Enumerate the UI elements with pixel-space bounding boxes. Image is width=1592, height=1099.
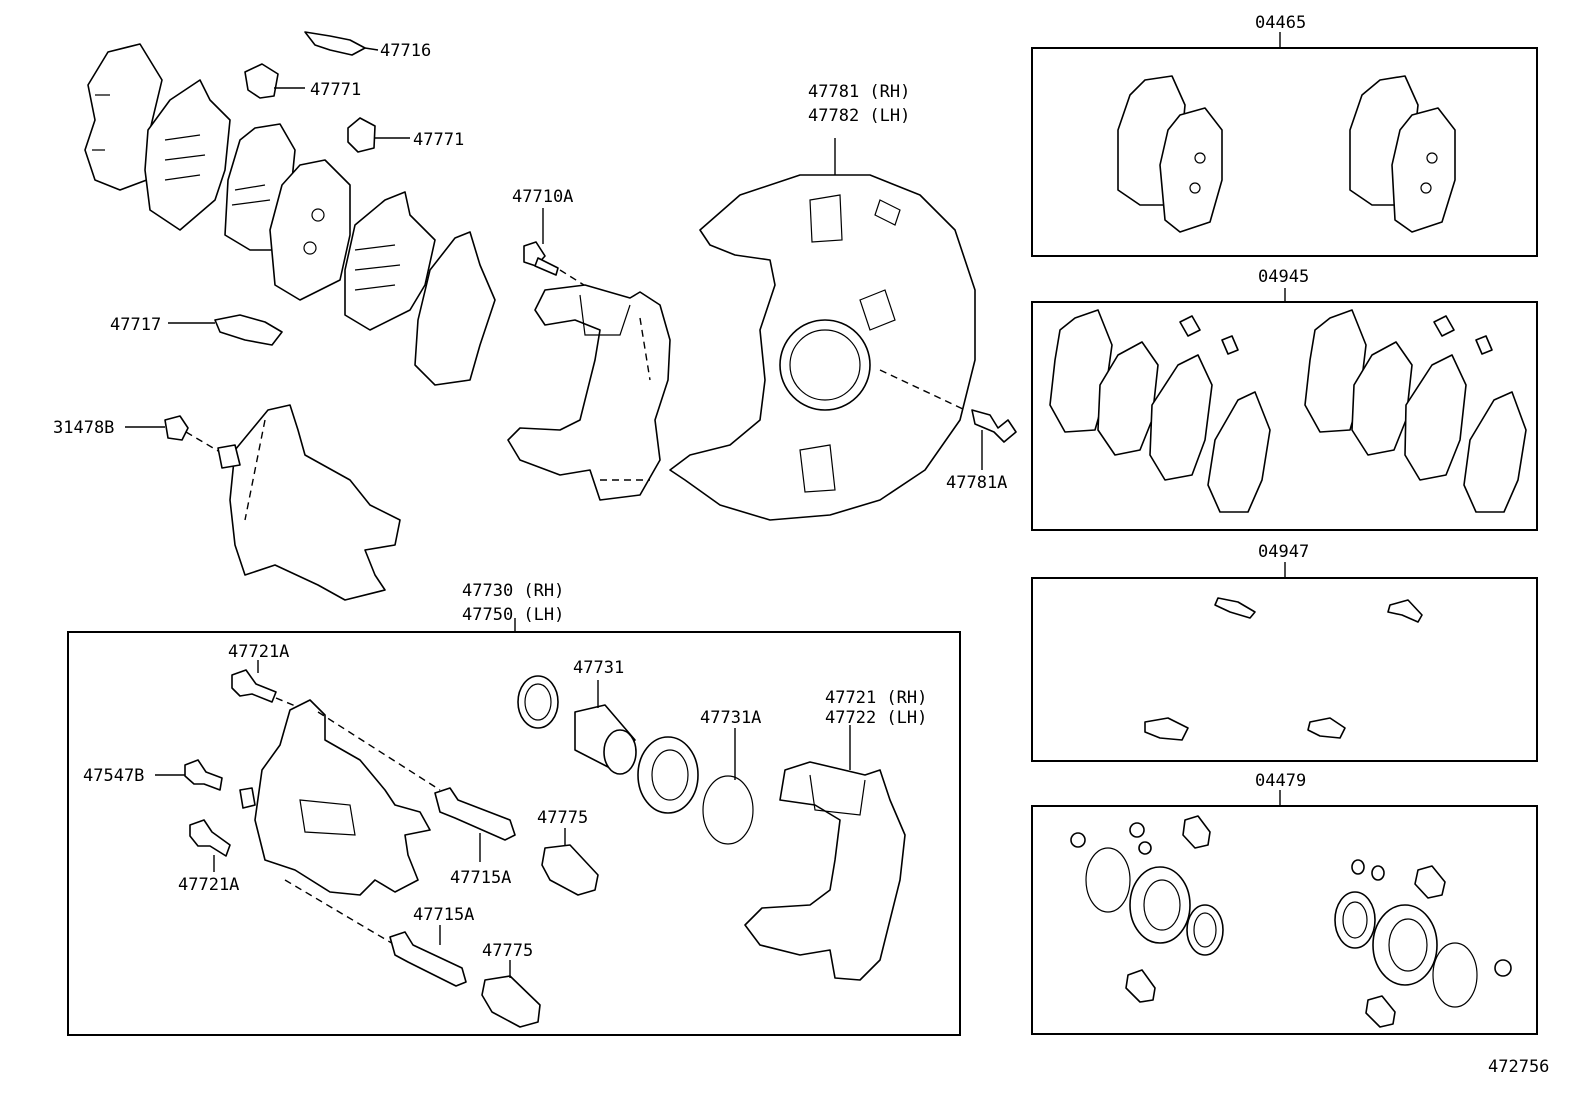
kit-04465-box <box>1031 47 1538 257</box>
piston-seal-47731A <box>702 728 754 845</box>
caliper-housing-top <box>217 404 401 601</box>
label-47715A-right[interactable]: 47715A <box>450 868 511 888</box>
kit-04947-clips <box>1144 597 1423 741</box>
label-47710A[interactable]: 47710A <box>512 187 573 207</box>
part-labels: 47716 47771 47771 47717 31478B 47710A 47… <box>53 41 1007 961</box>
kit-labels: 04465 04945 04947 04479 <box>1255 13 1309 791</box>
kit-04947-box <box>1031 577 1538 762</box>
caliper-assembly-box <box>67 631 961 1036</box>
pad-support-plate-clip-47717 <box>168 314 283 346</box>
anti-squeal-shim-inner-left <box>144 79 231 231</box>
caliper-cylinder-body <box>239 699 441 946</box>
label-47731A[interactable]: 47731A <box>700 708 761 728</box>
caliper-piston-47731 <box>574 680 637 775</box>
label-47771-b[interactable]: 47771 <box>413 130 464 150</box>
diagram-id: 472756 <box>1488 1057 1549 1077</box>
label-47781A[interactable]: 47781A <box>946 473 1007 493</box>
label-31478B[interactable]: 31478B <box>53 418 114 438</box>
disc-brake-dust-cover <box>669 138 976 521</box>
label-47721A-top[interactable]: 47721A <box>228 642 289 662</box>
label-47547B[interactable]: 47547B <box>83 766 144 786</box>
anti-squeal-shim-inner-right <box>344 191 436 331</box>
label-47771-a[interactable]: 47771 <box>310 80 361 100</box>
pad-wear-indicator-clip-b <box>347 117 410 153</box>
label-kit-04947[interactable]: 04947 <box>1258 542 1309 562</box>
label-47716[interactable]: 47716 <box>380 41 431 61</box>
slide-pin-47715A-bottom <box>389 925 467 987</box>
label-47721A-bottom[interactable]: 47721A <box>178 875 239 895</box>
slide-bushing-boot-47775-top <box>541 828 599 896</box>
label-47750-lh[interactable]: 47750 (LH) <box>462 605 564 625</box>
label-47775-top[interactable]: 47775 <box>537 808 588 828</box>
anti-squeal-shim-outer-left <box>84 43 163 191</box>
label-47782-lh[interactable]: 47782 (LH) <box>808 106 910 126</box>
slide-pin-47715A-right <box>434 787 516 862</box>
pad-support-plate-clip-47716 <box>304 31 379 56</box>
bolt-47710A <box>523 208 601 296</box>
label-kit-04479[interactable]: 04479 <box>1255 771 1306 791</box>
caliper-mounting-47721 <box>744 725 906 981</box>
cylinder-boot-47731A <box>637 736 699 814</box>
slide-bushing-boot-47775-bottom <box>481 960 541 1028</box>
label-47781-rh[interactable]: 47781 (RH) <box>808 82 910 102</box>
piston-seal-ring-47731 <box>517 675 559 729</box>
kit-04465-pad-pair-left <box>1117 75 1223 233</box>
bolt-47547B <box>155 759 223 791</box>
caliper-mounting-bracket <box>507 284 671 501</box>
label-kit-04945[interactable]: 04945 <box>1258 267 1309 287</box>
kit-04945-shims-right <box>1304 309 1527 513</box>
bolt-47781A <box>971 409 1017 470</box>
label-47722-lh[interactable]: 47722 (LH) <box>825 708 927 728</box>
anti-squeal-shim-outer-right <box>414 231 496 386</box>
kit-04945-shims-left <box>1049 309 1271 513</box>
label-47775-bottom[interactable]: 47775 <box>482 941 533 961</box>
kit-04479-seals-right <box>1334 859 1512 1028</box>
brake-pad-right <box>269 159 351 301</box>
label-47715A-bottom[interactable]: 47715A <box>413 905 474 925</box>
label-47717[interactable]: 47717 <box>110 315 161 335</box>
label-47730-rh[interactable]: 47730 (RH) <box>462 581 564 601</box>
label-47731[interactable]: 47731 <box>573 658 624 678</box>
bolt-47721A-bottom <box>189 819 231 872</box>
label-47721-rh[interactable]: 47721 (RH) <box>825 688 927 708</box>
kit-04479-box <box>1031 805 1538 1035</box>
label-kit-04465[interactable]: 04465 <box>1255 13 1306 33</box>
kit-04479-seals-left <box>1070 815 1224 1003</box>
bleeder-plug-31478B <box>125 415 226 456</box>
kit-04465-pad-pair-right <box>1349 75 1456 233</box>
pad-wear-indicator-clip-a <box>244 63 305 99</box>
bolt-47721A-top <box>231 660 311 713</box>
